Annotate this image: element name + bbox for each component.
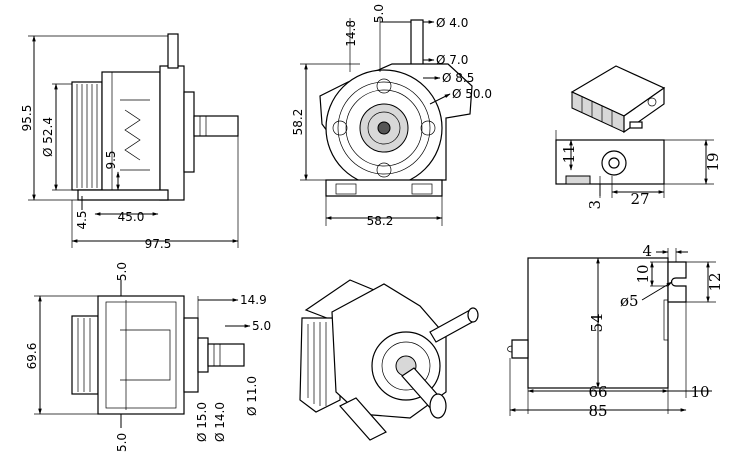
- dim-dia-11: Ø 11.0: [245, 376, 259, 416]
- dim-69-6: 69.6: [25, 343, 39, 370]
- bracket-side: [555, 130, 665, 185]
- dim-66: 66: [588, 383, 607, 401]
- dim-5-0-top: 5.0: [372, 4, 386, 23]
- dim-dia-15: Ø 15.0: [195, 402, 209, 442]
- dim-97-5: 97.5: [145, 237, 172, 251]
- dim-3: 3: [586, 200, 604, 210]
- dim-14-9: 14.9: [240, 293, 267, 307]
- pump-body-bottom: [97, 295, 185, 415]
- dim-4: 4: [642, 242, 652, 260]
- bracket-isometric: [570, 65, 666, 134]
- dim-10b: 10: [690, 383, 709, 401]
- dim-dia-14: Ø 14.0: [213, 402, 227, 442]
- pump-head: [159, 33, 239, 201]
- motor-fins: [71, 81, 103, 191]
- motor-fins-bottom: [71, 315, 99, 395]
- dim-dia-5: ø5: [620, 292, 639, 310]
- dim-19: 19: [704, 152, 722, 171]
- dim-85: 85: [588, 402, 607, 420]
- dim-4-5: 4.5: [75, 210, 89, 229]
- dim-5-0-bottom: 5.0: [115, 433, 129, 452]
- large-bracket: 4 10 12 ø5 54 66 10 85: [507, 242, 724, 420]
- dim-5-0-side: 5.0: [252, 319, 271, 333]
- dim-width-58-2: 58.2: [367, 214, 394, 228]
- dim-5-0-bottom-top: 5.0: [115, 262, 129, 281]
- dim-95-5: 95.5: [20, 105, 34, 132]
- dim-dia-7: Ø 7.0: [436, 53, 468, 67]
- dim-height-58-2: 58.2: [291, 109, 305, 136]
- dim-12: 12: [706, 272, 724, 291]
- front-view-top: 14.8 5.0 Ø 4.0 Ø 7.0 Ø 8.5 Ø 50.0 58.2 5…: [291, 4, 492, 228]
- dim-11: 11: [560, 144, 578, 163]
- dim-dia-50: Ø 50.0: [452, 87, 492, 101]
- dim-dia-8-5: Ø 8.5: [442, 71, 474, 85]
- mount-bracket: [77, 189, 169, 201]
- dim-dia-52-4: Ø 52.4: [41, 117, 55, 157]
- pump-body: [101, 71, 161, 195]
- side-view-top: 95.5 Ø 52.4 9.5 4.5 45.0 97.5: [20, 33, 239, 251]
- dim-dia-4: Ø 4.0: [436, 16, 468, 30]
- dim-9-5: 9.5: [104, 150, 118, 169]
- dim-10: 10: [634, 264, 652, 283]
- small-bracket: 11 19 3 27: [555, 65, 722, 210]
- dim-45: 45.0: [118, 210, 145, 224]
- dim-54: 54: [588, 313, 606, 332]
- side-view-bottom: 5.0 69.6 14.9 5.0 Ø 15.0 Ø 14.0 Ø 11.0 5…: [25, 262, 271, 452]
- pump-isometric: [299, 279, 479, 441]
- dim-27: 27: [630, 190, 649, 208]
- dim-14-8: 14.8: [344, 20, 358, 47]
